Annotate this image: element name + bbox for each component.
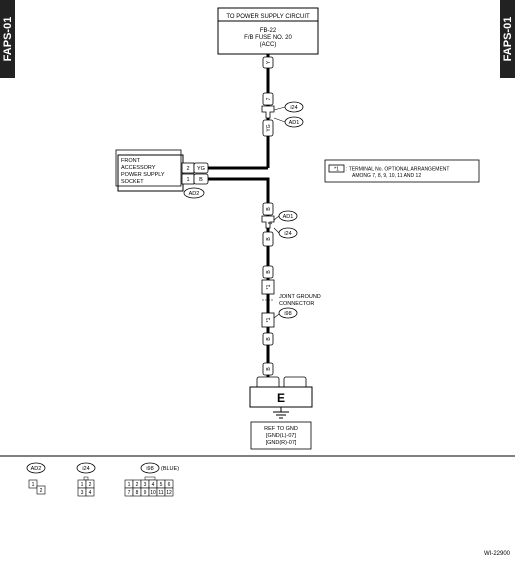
i24-lower-color: B bbox=[266, 237, 272, 241]
right-tab-text: FAPS-01 bbox=[502, 17, 514, 62]
power-supply-box: TO POWER SUPPLY CIRCUIT FB-22 F/B FUSE N… bbox=[217, 7, 319, 55]
power-box-line1: FB-22 bbox=[260, 28, 277, 34]
ad1-tag-lower: AD1 bbox=[283, 214, 294, 220]
legend-i24-pin: 2 bbox=[89, 482, 92, 488]
ground-pin-upper: *1 bbox=[266, 284, 272, 289]
i98-tag: i98 bbox=[284, 311, 291, 317]
legend-i98-tag: i98 bbox=[146, 466, 153, 472]
joint-ground-connector: B *1 *1 B JOINT GROUND CONNECTOR i98 bbox=[261, 265, 321, 346]
legend-i98-pin: 10 bbox=[150, 490, 156, 496]
legend-i98-pin: 12 bbox=[166, 490, 172, 496]
right-side-tab: FAPS-01 bbox=[500, 0, 515, 78]
front-accessory-socket: FRONT ACCESSORY POWER SUPPLY SOCKET 2 YG… bbox=[115, 149, 209, 199]
socket-pin-a: 2 bbox=[186, 166, 189, 172]
power-box-line3: (ACC) bbox=[260, 42, 277, 48]
joint-label-line2: CONNECTOR bbox=[279, 301, 314, 307]
ref-line2: [GND(L)-07] bbox=[266, 433, 296, 439]
ground-pin-lower: *1 bbox=[266, 317, 272, 322]
socket-pin-a-color: YG bbox=[197, 166, 205, 172]
socket-pin-b: 1 bbox=[186, 177, 189, 183]
ad2-tag: AD2 bbox=[189, 191, 200, 197]
legend-i98: i98 (BLUE) 1 2 3 4 5 6 7 8 9 10 11 12 bbox=[124, 462, 179, 497]
legend-i98-pin: 6 bbox=[168, 482, 171, 488]
socket-line4: SOCKET bbox=[121, 179, 144, 185]
i24-lower-connector: B 8 B AD1 i24 bbox=[261, 202, 298, 380]
i24-upper-connector: 7 YG i24 AD1 bbox=[261, 92, 304, 168]
legend-i98-pin: 4 bbox=[152, 482, 155, 488]
note-marker: *1 bbox=[334, 167, 339, 173]
wire-color-label: Y bbox=[266, 60, 272, 64]
legend-ad2: AD2 1 2 bbox=[26, 462, 46, 495]
figure-id: WI-22900 bbox=[484, 551, 511, 557]
legend-i98-pin: 5 bbox=[160, 482, 163, 488]
ground-bottom-color: B bbox=[266, 337, 272, 341]
ref-line1: REF TO GND bbox=[264, 426, 298, 432]
ref-line3: [GND(R)-07] bbox=[266, 440, 297, 446]
legend-ad2-pin: 1 bbox=[32, 482, 35, 488]
wire-top-segment: Y bbox=[262, 54, 274, 92]
ground-symbol-label: E bbox=[277, 391, 285, 405]
legend-i24-pin: 1 bbox=[81, 482, 84, 488]
power-box-title: TO POWER SUPPLY CIRCUIT bbox=[226, 14, 310, 20]
legend-i98-pin: 7 bbox=[128, 490, 131, 496]
left-tab-text: FAPS-01 bbox=[2, 17, 14, 62]
legend-ad2-tag: AD2 bbox=[31, 466, 42, 472]
i24-tag-lower: i24 bbox=[284, 231, 291, 237]
legend-i98-pin: 2 bbox=[136, 482, 139, 488]
note-line2: AMONG 7, 8, 9, 10, 11 AND 12 bbox=[352, 173, 421, 179]
joint-label-line1: JOINT GROUND bbox=[279, 294, 321, 300]
legend-ad2-pin: 2 bbox=[40, 488, 43, 494]
socket-wires bbox=[208, 166, 270, 205]
ref-to-ground-box: REF TO GND [GND(L)-07] [GND(R)-07] bbox=[250, 421, 312, 450]
i24-upper-color: YG bbox=[266, 124, 272, 131]
legend-i24-pin: 4 bbox=[89, 490, 92, 496]
i24-lower-pin: 8 bbox=[268, 221, 274, 224]
legend-i24-tag: i24 bbox=[82, 466, 89, 472]
ad1-tag-upper: AD1 bbox=[289, 120, 300, 126]
ground-terminal: B E bbox=[249, 362, 313, 419]
note-line1: : TERMINAL No. OPTIONAL ARRANGEMENT bbox=[346, 167, 449, 173]
legend-i98-pin: 11 bbox=[158, 490, 163, 496]
i24-upper-pin: 7 bbox=[266, 97, 272, 100]
ground-wire-color: B bbox=[266, 367, 272, 371]
legend-i24-pin: 3 bbox=[81, 490, 84, 496]
left-side-tab: FAPS-01 bbox=[0, 0, 15, 78]
i24-lower-color-top: B bbox=[266, 207, 272, 211]
i24-tag-upper: i24 bbox=[290, 105, 297, 111]
socket-line3: POWER SUPPLY bbox=[121, 172, 165, 178]
socket-line2: ACCESSORY bbox=[121, 165, 156, 171]
socket-pin-b-color: B bbox=[199, 177, 203, 183]
legend-i24: i24 1 2 3 4 bbox=[76, 462, 96, 497]
legend-i98-note: (BLUE) bbox=[161, 466, 179, 472]
legend-i98-pin: 9 bbox=[144, 490, 147, 496]
socket-line1: FRONT bbox=[121, 158, 141, 164]
legend-i98-pin: 1 bbox=[128, 482, 131, 488]
ground-top-color: B bbox=[266, 270, 272, 274]
legend-i98-pin: 8 bbox=[136, 490, 139, 496]
power-box-line2: F/B FUSE NO. 20 bbox=[244, 35, 292, 41]
legend-i98-pin: 3 bbox=[144, 482, 147, 488]
terminal-note: *1 : TERMINAL No. OPTIONAL ARRANGEMENT A… bbox=[324, 159, 480, 183]
